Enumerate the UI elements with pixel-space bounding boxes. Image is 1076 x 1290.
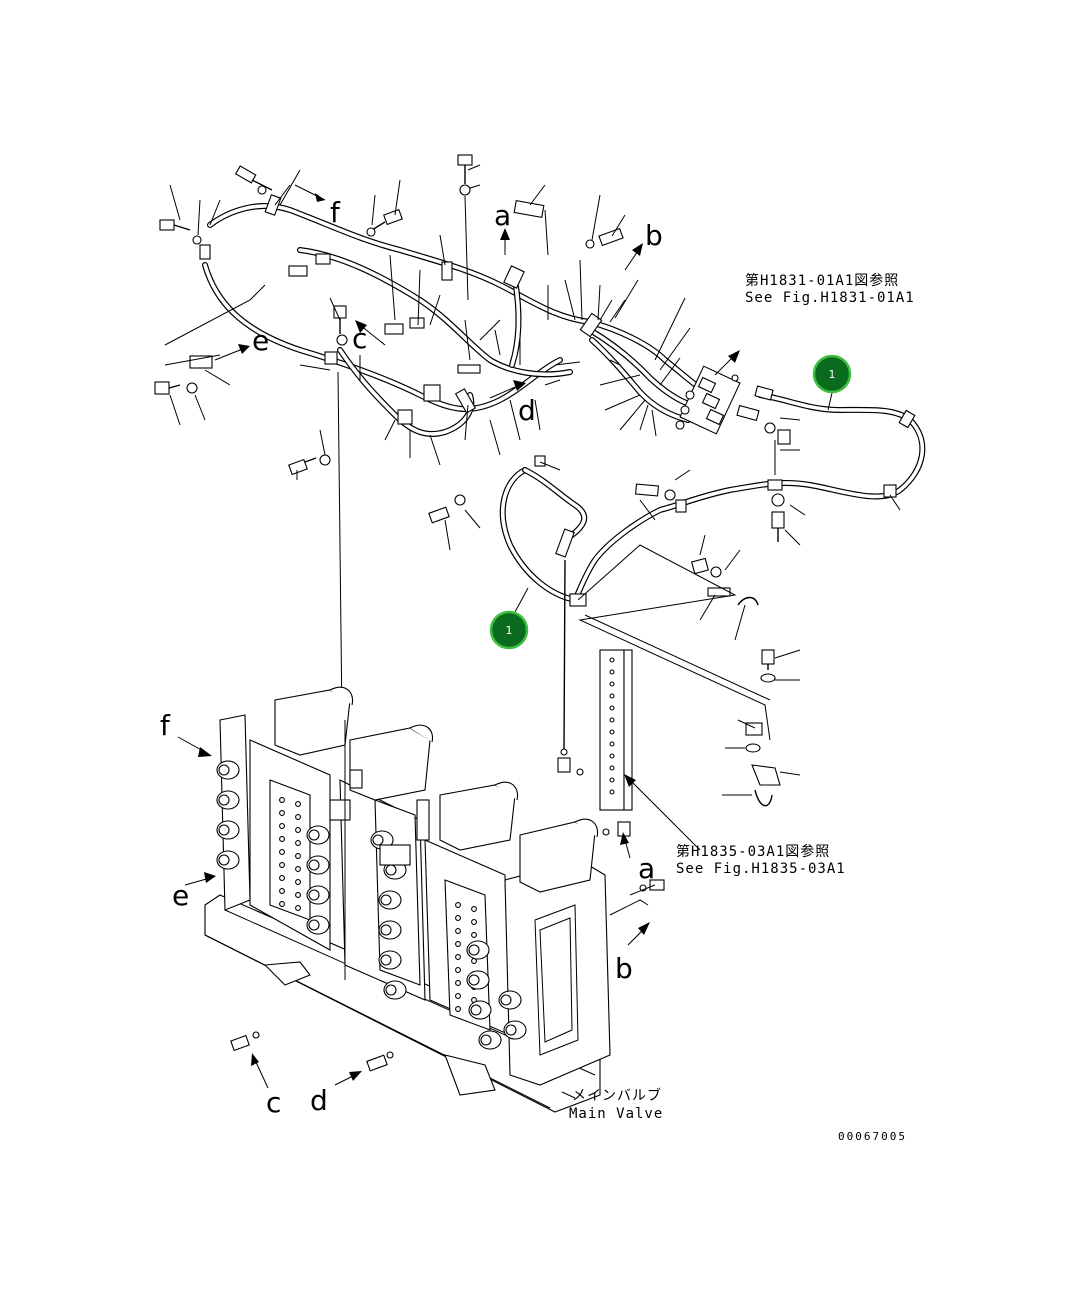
valve-port: [279, 836, 285, 842]
valve-spool-end: [380, 924, 392, 936]
bracket-hole: [609, 777, 615, 783]
connector-block: [675, 365, 741, 435]
valve-spool-end: [308, 889, 320, 901]
valve-port: [455, 902, 461, 908]
valve-port: [455, 915, 461, 921]
callout-b-upper: b: [645, 219, 663, 252]
valve-spool-end: [308, 919, 320, 931]
callout-a-upper: a: [494, 199, 511, 232]
item-badge-2[interactable]: 1: [489, 610, 529, 650]
callout-d-upper: d: [518, 394, 536, 427]
upper-arrows: [214, 184, 740, 399]
valve-port: [279, 888, 285, 894]
upper-tube-harness: [154, 154, 741, 721]
bracket-hole: [609, 693, 615, 699]
callout-f-upper: f: [330, 196, 341, 229]
valve-port: [455, 1006, 461, 1012]
callout-b-lower: b: [615, 952, 633, 985]
ref-h1831-jp: 第H1831-01A1図参照: [745, 272, 899, 289]
callout-letters: f a b e c d f a e b c d: [160, 196, 663, 1119]
valve-port: [295, 879, 301, 885]
bracket-hole: [609, 741, 615, 747]
valve-port: [295, 866, 301, 872]
vertical-bracket: [599, 649, 633, 811]
item-badge-1[interactable]: 1: [812, 354, 852, 394]
ref-h1831-en: See Fig.H1831-01A1: [745, 290, 915, 306]
valve-port: [279, 862, 285, 868]
callout-f-lower: f: [160, 709, 171, 742]
valve-port: [455, 928, 461, 934]
valve-spool-end: [385, 984, 397, 996]
bracket-hole: [609, 729, 615, 735]
valve-port: [455, 967, 461, 973]
valve-port: [471, 919, 477, 925]
valve-spool-end: [308, 829, 320, 841]
bracket-hole: [609, 789, 615, 795]
figure-references: 第H1831-01A1図参照 See Fig.H1831-01A1 第H1835…: [569, 272, 915, 1143]
valve-port: [295, 853, 301, 859]
valve-spool-end: [468, 944, 480, 956]
bracket-hole: [609, 681, 615, 687]
bracket-hole: [609, 657, 615, 663]
bracket-hole: [609, 705, 615, 711]
valve-spool-end: [380, 894, 392, 906]
bracket-hole: [609, 669, 615, 675]
upper-leader-lines: [164, 164, 691, 721]
valve-spool-end: [505, 1024, 517, 1036]
valve-port: [279, 849, 285, 855]
valve-port: [279, 823, 285, 829]
drawing-code: 00067005: [838, 1130, 907, 1143]
valve-port: [455, 993, 461, 999]
valve-spool-end: [218, 794, 230, 806]
valve-spool-end: [480, 1034, 492, 1046]
valve-spool-end: [308, 859, 320, 871]
item-badge-1-label: 1: [829, 368, 836, 381]
valve-spool-end: [218, 764, 230, 776]
valve-spool-end: [470, 1004, 482, 1016]
valve-spool-end: [385, 864, 397, 876]
callout-e-lower: e: [172, 879, 189, 912]
valve-port: [471, 932, 477, 938]
valve-port: [295, 840, 301, 846]
valve-port: [279, 797, 285, 803]
valve-port: [295, 892, 301, 898]
valve-port: [455, 980, 461, 986]
item-badge-2-label: 1: [506, 624, 513, 637]
main-valve-assembly: [177, 686, 665, 1113]
valve-port: [279, 810, 285, 816]
valve-spool-end: [218, 854, 230, 866]
main-valve-label-en: Main Valve: [569, 1106, 663, 1122]
valve-spool-end: [468, 974, 480, 986]
bracket-hole: [609, 753, 615, 759]
valve-spool-end: [218, 824, 230, 836]
main-valve-label-jp: メインバルブ: [572, 1087, 662, 1104]
valve-port: [279, 875, 285, 881]
callout-a-lower: a: [638, 852, 655, 885]
bracket-hole: [609, 765, 615, 771]
ref-h1835-jp: 第H1835-03A1図参照: [676, 843, 830, 860]
bracket-hole: [609, 717, 615, 723]
ref-h1835-en: See Fig.H1835-03A1: [676, 861, 846, 877]
right-tube-assembly: [428, 385, 926, 851]
valve-port: [295, 827, 301, 833]
valve-spool-end: [380, 954, 392, 966]
valve-port: [455, 954, 461, 960]
callout-e-upper: e: [252, 324, 269, 357]
upper-bolts: [154, 154, 624, 476]
valve-spool-end: [372, 834, 384, 846]
callout-d-lower: d: [310, 1084, 328, 1117]
callout-c-upper: c: [352, 322, 367, 355]
valve-port: [471, 906, 477, 912]
callout-c-lower: c: [266, 1086, 281, 1119]
valve-port: [295, 814, 301, 820]
valve-port: [295, 801, 301, 807]
valve-port: [455, 941, 461, 947]
valve-port: [295, 905, 301, 911]
valve-spool-end: [500, 994, 512, 1006]
valve-port: [279, 901, 285, 907]
